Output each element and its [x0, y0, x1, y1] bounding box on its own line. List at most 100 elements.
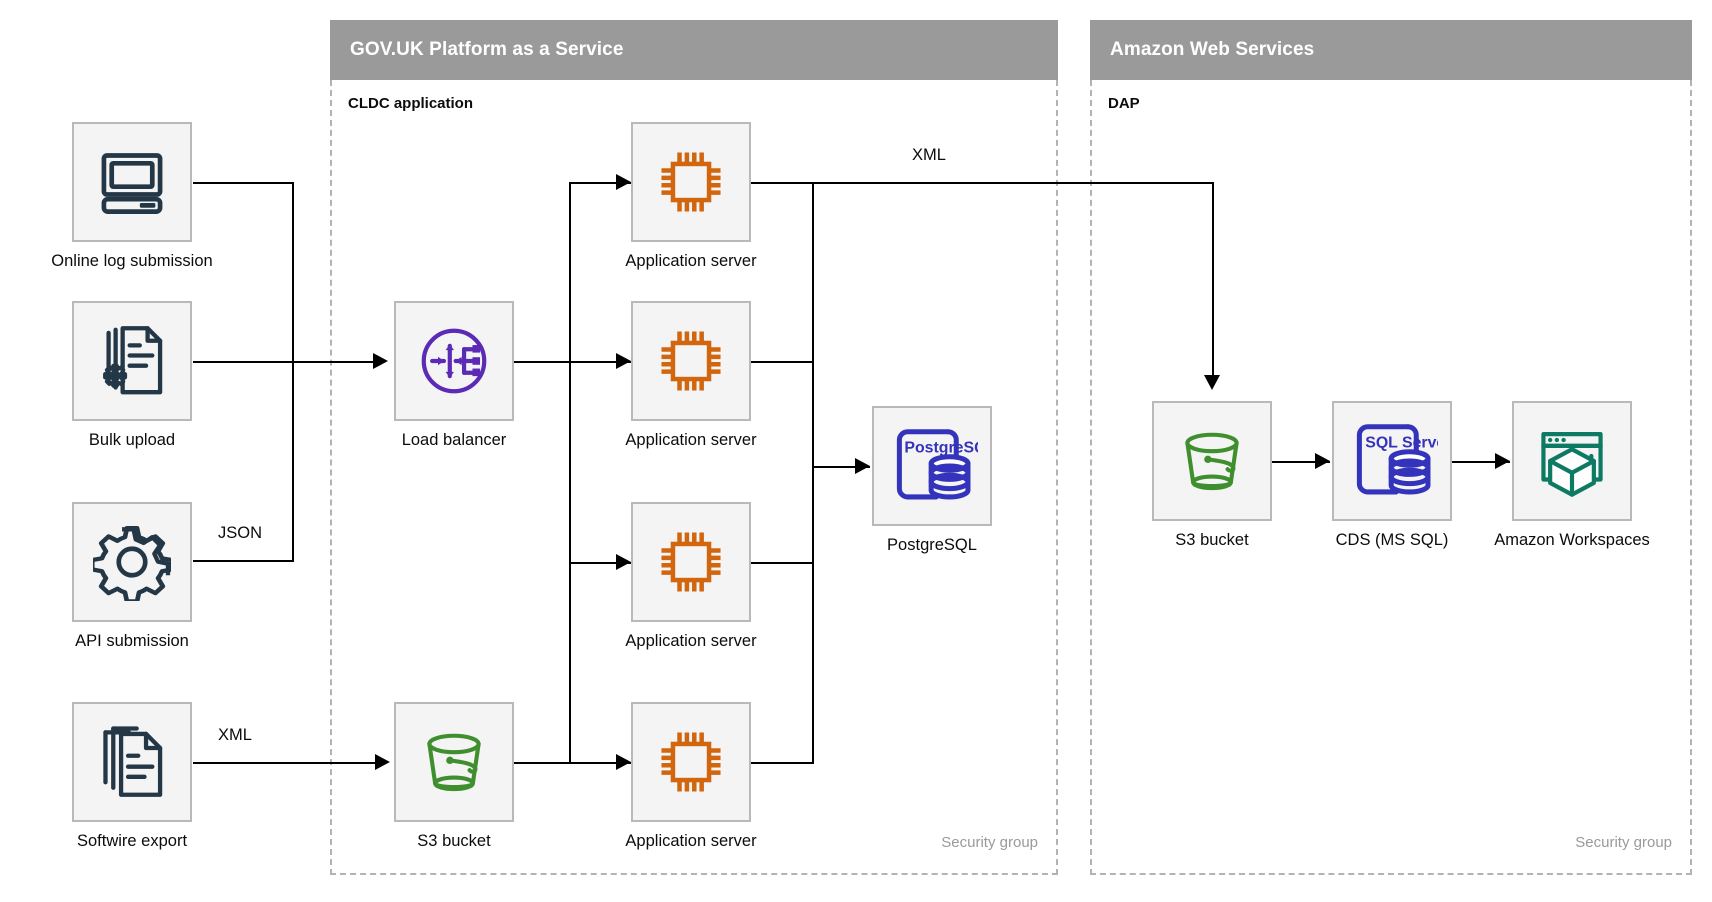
node-online-log-submission[interactable]: Online log submission [51, 122, 213, 270]
zone-body-paas [330, 80, 1058, 875]
arrow-into-app-server-1 [616, 174, 631, 190]
node-api-submission[interactable]: API submission [72, 502, 192, 650]
node-cds-ms-sql[interactable]: SQL Server CDS (MS SQL) [1332, 401, 1452, 549]
edge-label-xml-to-dap: XML [906, 146, 952, 165]
node-box [72, 301, 192, 421]
edge-s3aws-to-cds [1272, 461, 1330, 463]
edge-online-log-h [193, 182, 294, 184]
zone-footnote-aws: Security group [1575, 834, 1672, 851]
node-box: PostgreSQL [872, 406, 992, 526]
node-label: API submission [75, 632, 189, 650]
node-label: S3 bucket [1175, 531, 1249, 549]
edge-label-json: JSON [212, 524, 269, 543]
edge-online-log-v [292, 182, 294, 361]
node-postgresql[interactable]: PostgreSQL PostgreSQL [872, 406, 992, 554]
edge-bus-to-lb [292, 361, 373, 363]
node-box [394, 702, 514, 822]
cpu-chip-icon [650, 721, 732, 803]
arrow-into-s3-aws [1204, 375, 1220, 390]
node-app-server-3[interactable]: Application server [625, 502, 757, 650]
node-label: Bulk upload [88, 431, 176, 449]
zone-header-paas: GOV.UK Platform as a Service [330, 20, 1058, 80]
edge-label-xml-softwire: XML [212, 726, 258, 745]
node-app-server-2[interactable]: Application server [625, 301, 757, 449]
workspaces-cube-icon [1530, 419, 1614, 503]
node-app-server-1[interactable]: Application server [625, 122, 757, 270]
svg-text:SQL Server: SQL Server [1365, 435, 1438, 452]
edge-fanout-bus [569, 182, 571, 762]
gear-icon [93, 523, 171, 601]
edge-xml-to-dap-v [1212, 182, 1214, 377]
node-box [1152, 401, 1272, 521]
edge-bulk-upload-h [193, 361, 294, 363]
cpu-chip-icon [650, 320, 732, 402]
arrow-into-load-balancer [373, 353, 388, 369]
load-balancer-icon [412, 319, 496, 403]
node-label: Application server [625, 832, 757, 850]
edge-api-submission-v [292, 361, 294, 562]
edge-softwire-to-s3 [193, 762, 383, 764]
node-bulk-upload[interactable]: Bulk upload [72, 301, 192, 449]
edge-app2-out [751, 361, 814, 363]
node-label: PostgreSQL [887, 536, 977, 554]
arrow-into-cds [1315, 453, 1330, 469]
node-box [394, 301, 514, 421]
cpu-chip-icon [650, 141, 732, 223]
edge-bus-to-app2 [569, 361, 631, 363]
node-label: Application server [625, 632, 757, 650]
node-box [1512, 401, 1632, 521]
desktop-computer-icon [93, 143, 171, 221]
edge-collector-to-postgres [812, 466, 870, 468]
arrow-into-workspaces [1495, 453, 1510, 469]
node-box: SQL Server [1332, 401, 1452, 521]
node-app-server-4[interactable]: Application server [625, 702, 757, 850]
node-label: S3 bucket [417, 832, 491, 850]
bucket-icon [413, 721, 495, 803]
zone-title-paas: GOV.UK Platform as a Service [350, 39, 624, 60]
edge-bus-to-app3 [569, 562, 631, 564]
edge-xml-to-dap-h [751, 182, 1214, 184]
document-stack-icon [93, 723, 171, 801]
node-label: Application server [625, 431, 757, 449]
edge-lb-out [514, 361, 571, 363]
zone-sublabel-dap: DAP [1108, 95, 1140, 112]
node-box [72, 122, 192, 242]
node-label: Application server [625, 252, 757, 270]
arrow-into-postgresql [855, 458, 870, 474]
edge-cds-to-workspaces [1452, 461, 1510, 463]
edge-s3-to-appserver4 [514, 762, 631, 764]
bucket-icon [1171, 420, 1253, 502]
node-label: Softwire export [76, 832, 188, 850]
node-box [72, 702, 192, 822]
sqlserver-db-icon: SQL Server [1346, 415, 1438, 507]
node-s3-bucket-paas[interactable]: S3 bucket [394, 702, 514, 850]
node-load-balancer[interactable]: Load balancer [394, 301, 514, 449]
edge-collector-bus [812, 182, 814, 762]
node-s3-bucket-aws[interactable]: S3 bucket [1152, 401, 1272, 549]
zone-title-aws: Amazon Web Services [1110, 39, 1315, 60]
node-softwire-export[interactable]: Softwire export [72, 702, 192, 850]
document-gear-icon [93, 322, 171, 400]
node-label: Load balancer [401, 431, 507, 449]
svg-text:PostgreSQL: PostgreSQL [904, 440, 978, 457]
arrow-into-app-server-4 [616, 754, 631, 770]
zone-sublabel-cldc: CLDC application [348, 95, 474, 112]
node-amazon-workspaces[interactable]: Amazon Workspaces [1494, 401, 1650, 549]
zone-header-aws: Amazon Web Services [1090, 20, 1692, 80]
postgresql-db-icon: PostgreSQL [886, 420, 978, 512]
node-box [631, 502, 751, 622]
cpu-chip-icon [650, 521, 732, 603]
edge-bus-to-app1 [569, 182, 631, 184]
node-box [631, 301, 751, 421]
node-label: Online log submission [51, 252, 213, 270]
arrow-into-s3-paas [375, 754, 390, 770]
node-box [631, 702, 751, 822]
node-box [72, 502, 192, 622]
edge-api-submission-h [193, 560, 294, 562]
arrow-into-app-server-2 [616, 353, 631, 369]
edge-app3-out [751, 562, 814, 564]
arrow-into-app-server-3 [616, 554, 631, 570]
node-label: CDS (MS SQL) [1335, 531, 1449, 549]
zone-body-aws [1090, 80, 1692, 875]
